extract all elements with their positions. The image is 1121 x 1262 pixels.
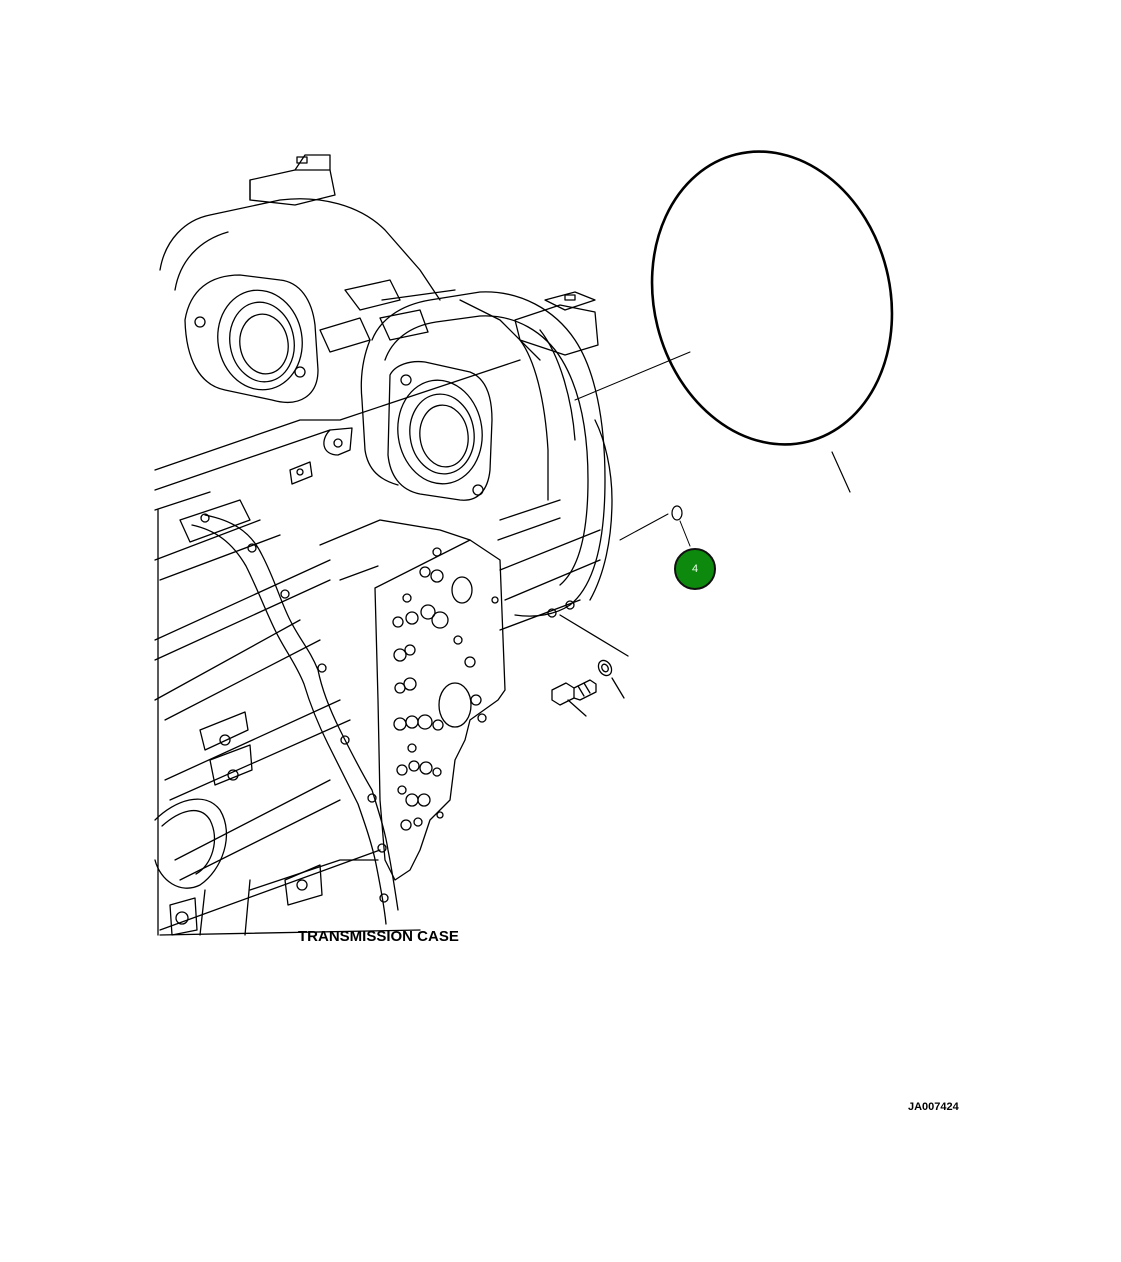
figure-id: JA007424 [908,1101,959,1113]
valve-body-plate [374,539,506,881]
o-ring-part-4 [619,505,691,547]
large-seal-ring [574,150,894,493]
transmission-case-body [154,359,521,936]
assembly-label: TRANSMISSION CASE [298,928,459,945]
bolt-and-washer [551,614,629,717]
main-bell-housing [360,289,613,631]
case-body-contours [157,509,471,936]
callout-4[interactable]: 4 [674,548,716,590]
